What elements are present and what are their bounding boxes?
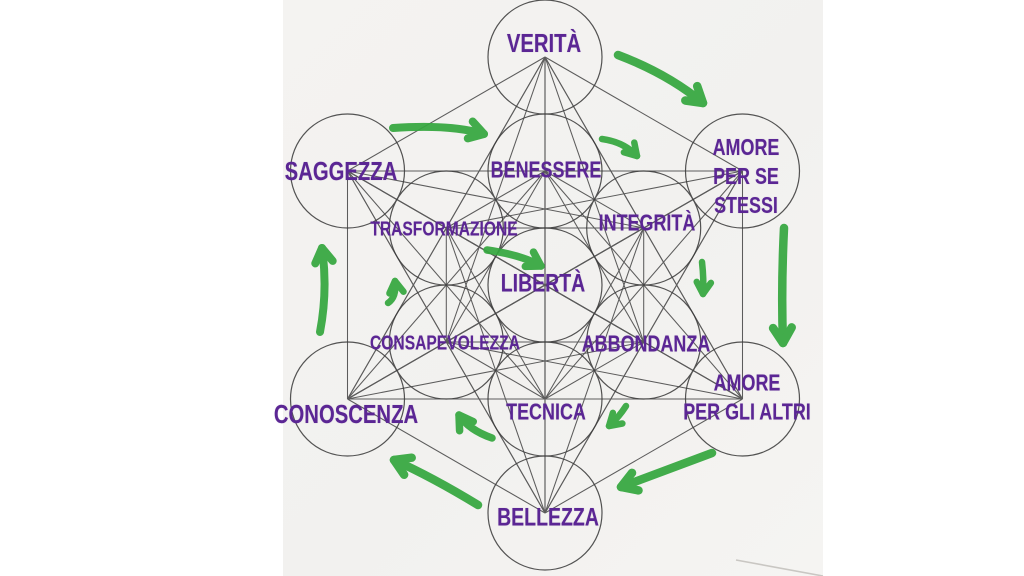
node-label-saggezza: SAGGEZZA [284, 155, 398, 186]
flow-arrowhead-saggezza-to-benessere [463, 117, 488, 143]
flow-arrows [311, 50, 796, 510]
flow-arrow-amore-per-se-stessi-to-amore-per-gli-altri [777, 223, 789, 348]
node-label-abbondanza: ABBONDANZA [581, 330, 711, 357]
flow-arrowhead-benessere-to-integrita [620, 139, 641, 160]
paper-edge-line [735, 559, 824, 576]
flow-arrowhead-amore-per-se-stessi-to-amore-per-gli-altri [768, 323, 796, 348]
node-label-liberta: LIBERTÀ [500, 269, 586, 298]
flow-arrowhead-abbondanza-to-tecnica [605, 409, 626, 430]
flow-arrowhead-amore-per-gli-altri-to-bellezza [616, 468, 643, 495]
node-label-amore-per-se-stessi: AMORE PER SE STESSI [712, 133, 780, 218]
flow-arrowhead-tecnica-to-conoscenza [455, 411, 478, 435]
connection-line [544, 56, 743, 172]
node-label-benessere: BENESSERE [490, 156, 602, 183]
scanned-page [283, 0, 823, 576]
node-circle [487, 227, 603, 343]
flow-arrow-amore-per-gli-altri-to-bellezza [616, 448, 717, 492]
node-circle [388, 170, 504, 286]
connection-line [544, 398, 743, 514]
node-circle [289, 113, 406, 229]
flow-arrow-bellezza-to-conoscenza [389, 455, 483, 510]
node-circle [684, 341, 801, 457]
connection-line [347, 56, 546, 172]
flow-arrowhead-conoscenza-to-saggezza [311, 244, 337, 268]
connection-line [347, 398, 546, 514]
flow-arrow-conoscenza-to-saggezza [316, 244, 329, 336]
node-circle [586, 284, 702, 400]
node-circle [684, 113, 801, 229]
flow-arrowhead-trasformazione-to-liberta [521, 248, 545, 271]
node-label-bellezza: BELLEZZA [497, 503, 599, 532]
node-label-amore-per-gli-altri: AMORE PER GLI ALTRI [683, 369, 811, 424]
flow-arrowhead-verita-to-amore-per-se-stessi [681, 81, 708, 108]
node-label-trasformazione: TRASFORMAZIONE [370, 218, 518, 241]
node-label-integrita: INTEGRITÀ [598, 209, 696, 236]
flow-arrowhead-consapevolezza-to-trasformazione [386, 277, 407, 297]
node-label-conoscenza: CONOSCENZA [273, 398, 419, 429]
flow-arrow-verita-to-amore-per-se-stessi [613, 50, 708, 108]
node-label-tecnica: TECNICA [506, 398, 586, 425]
flow-arrowhead-bellezza-to-conoscenza [389, 453, 416, 479]
node-label-verita: VERITÀ [506, 27, 582, 58]
node-circle [289, 341, 406, 457]
flow-arrowhead-integrita-to-abbondanza [693, 278, 715, 298]
node-label-consapevolezza: CONSAPEVOLEZZA [370, 332, 520, 355]
node-circles [289, 0, 801, 571]
